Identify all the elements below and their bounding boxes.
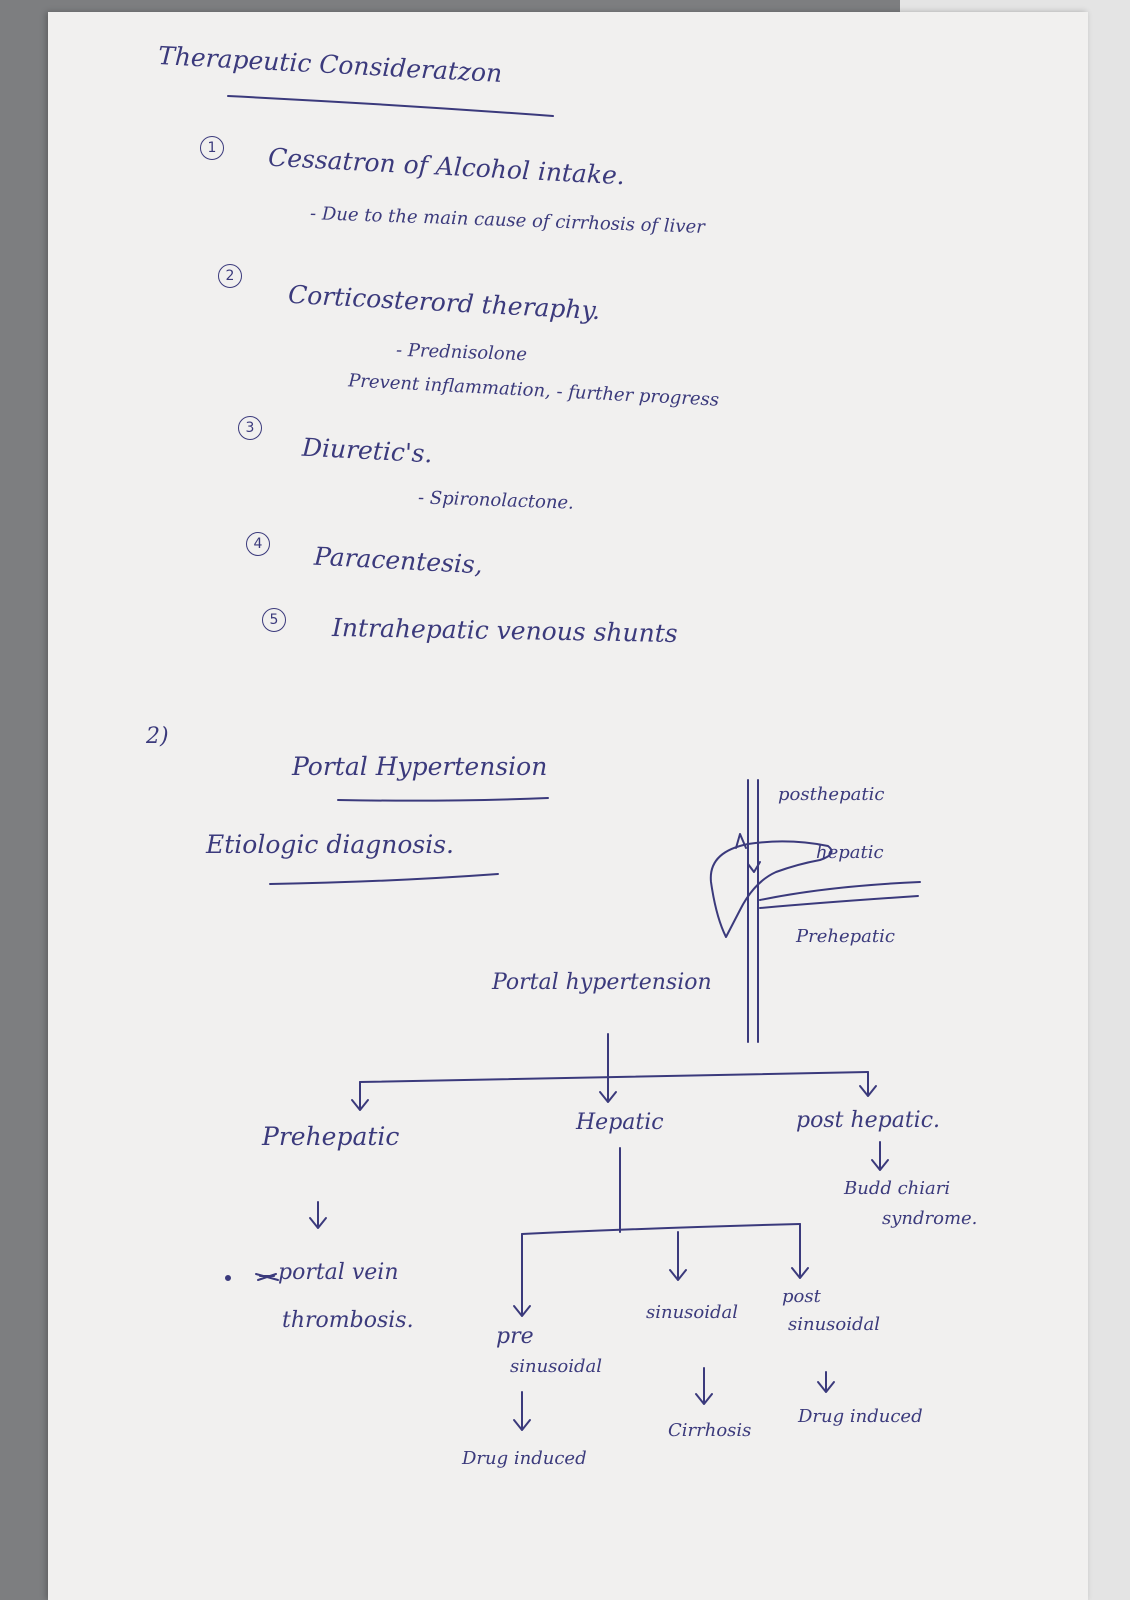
item-number-3: 3 — [238, 416, 262, 440]
postsinusoidal-cause-head — [817, 1381, 835, 1393]
postsinusoidal-cause: Drug induced — [798, 1406, 923, 1427]
presinusoidal-head — [513, 1305, 531, 1317]
presinusoidal-line2: sinusoidal — [510, 1356, 603, 1377]
sketch-label-prehepatic: Prehepatic — [796, 926, 895, 947]
posthepatic-cause-1: Budd chiari — [844, 1178, 951, 1199]
tree-prehepatic: Prehepatic — [262, 1122, 400, 1151]
liver-tributary-top — [759, 881, 921, 901]
postsinusoidal-line1: post — [782, 1286, 821, 1307]
prehepatic-cause-1: portal vein — [278, 1260, 399, 1285]
liver-tributary-bottom — [759, 895, 919, 909]
sinusoidal-label: sinusoidal — [646, 1302, 739, 1323]
sketch-label-hepatic: hepatic — [816, 842, 884, 863]
posthepatic-cause-2: syndrome. — [882, 1208, 978, 1229]
section-title: Portal Hypertension — [292, 752, 548, 781]
liver-detail-b — [747, 861, 761, 873]
heading-underline — [227, 95, 554, 117]
sketch-label-posthepatic: posthepatic — [778, 784, 885, 805]
item-number-5: 5 — [262, 608, 286, 632]
tree-posthepatic: post hepatic. — [796, 1108, 941, 1133]
title-underline — [337, 797, 549, 802]
presinusoidal-cause-head — [513, 1419, 531, 1431]
pen-drawings — [225, 95, 921, 1431]
tree-hepatic: Hepatic — [576, 1110, 664, 1135]
sinusoidal-cause-head — [695, 1393, 713, 1405]
prehepatic-arrowhead — [309, 1217, 327, 1229]
item-number-4: 4 — [246, 532, 270, 556]
postsinusoidal-line2: sinusoidal — [788, 1314, 881, 1335]
presinusoidal-line1: pre — [496, 1324, 534, 1349]
etiology-underline — [269, 873, 499, 885]
item-number-2: 2 — [218, 264, 242, 288]
section-number: 2) — [146, 724, 169, 749]
tree-root: Portal hypertension — [492, 970, 712, 995]
hepatic-branch-line — [521, 1223, 801, 1235]
liver-outline — [709, 840, 833, 938]
etiology-heading: Etiologic diagnosis. — [206, 830, 454, 859]
branch-right-head — [859, 1085, 877, 1097]
item-number-1: 1 — [200, 136, 224, 160]
root-arrowhead — [599, 1091, 617, 1103]
bullet-dot — [225, 1275, 231, 1281]
presinusoidal-cause: Drug induced — [462, 1448, 587, 1469]
branch-line — [359, 1071, 869, 1083]
posthepatic-arrowhead — [871, 1159, 889, 1171]
liver-detail-a — [735, 833, 747, 849]
sinusoidal-head — [669, 1269, 687, 1281]
sinusoidal-cause: Cirrhosis — [668, 1420, 752, 1441]
bullet-scribble — [255, 1273, 279, 1281]
notebook-page: Therapeutic Consideratzon 1 Cessatron of… — [48, 12, 1088, 1600]
postsinusoidal-head — [791, 1267, 809, 1279]
branch-left-head — [351, 1099, 369, 1111]
prehepatic-cause-2: thrombosis. — [282, 1308, 414, 1333]
